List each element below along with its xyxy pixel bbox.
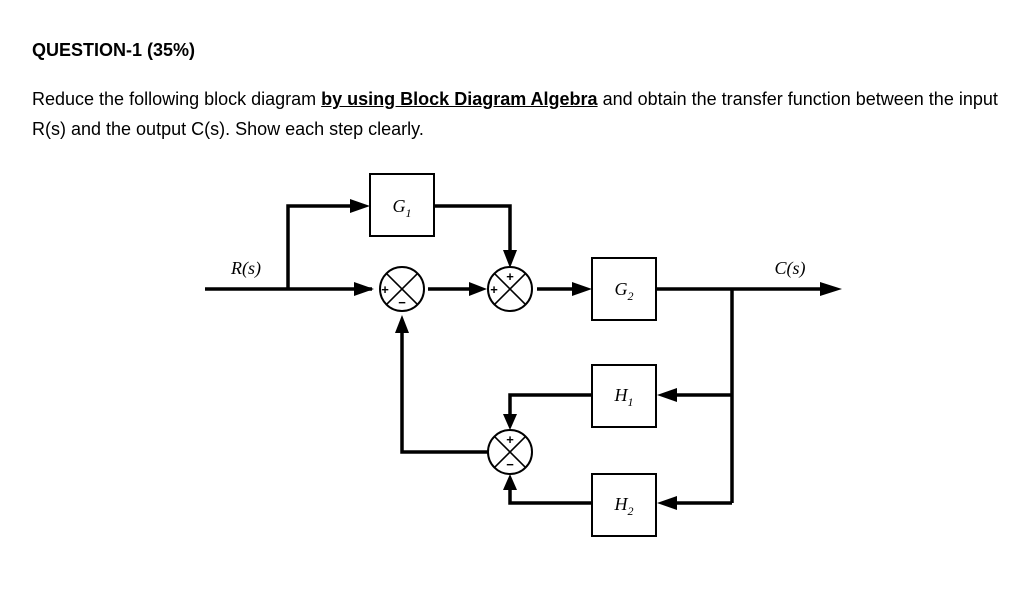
block-g2: G2 (591, 257, 657, 321)
sum2-left-sign: + (490, 282, 498, 297)
block-h2: H2 (591, 473, 657, 537)
question-text: Reduce the following block diagram by us… (32, 84, 1022, 144)
question-emphasis: by using Block Diagram Algebra (321, 89, 598, 109)
svg-text:H1: H1 (614, 385, 634, 409)
output-label: C(s) (775, 258, 806, 279)
arrow-into-sum2-top (503, 250, 517, 268)
block-g1: G1 (369, 173, 435, 237)
wire-h1-out (508, 393, 592, 418)
summing-junction-3: + − (487, 429, 533, 475)
question-title: QUESTION-1 (35%) (32, 40, 196, 60)
summing-junction-1: + − (379, 266, 425, 312)
wire-h2-out (508, 490, 592, 505)
sum1-left-sign: + (381, 282, 389, 297)
input-label: R(s) (230, 258, 261, 279)
arrow-into-h1 (657, 388, 677, 402)
arrow-into-h2 (657, 496, 677, 510)
wire-g1-in (286, 204, 352, 289)
arrow-into-g2 (572, 282, 592, 296)
arrow-into-g1 (350, 199, 370, 213)
block-h1: H1 (591, 364, 657, 428)
summing-junction-2: + + (487, 266, 533, 312)
wire-g1-out (434, 204, 512, 252)
arrow-into-sum1-bottom (395, 315, 409, 333)
question-text-after: and obtain the transfer function between… (32, 89, 998, 139)
svg-text:G1: G1 (393, 196, 412, 220)
wire-feedback (400, 333, 488, 454)
sum2-top-sign: + (506, 269, 514, 284)
svg-text:G2: G2 (615, 279, 634, 303)
arrow-into-sum2-left (469, 282, 487, 296)
arrow-into-sum3-top (503, 414, 517, 430)
svg-text:H2: H2 (614, 494, 634, 518)
sum3-bottom-sign: − (506, 457, 514, 472)
arrow-into-sum3-bottom (503, 474, 517, 490)
sum1-bottom-sign: − (398, 295, 406, 310)
sum3-top-sign: + (506, 432, 514, 447)
arrow-output (820, 282, 842, 296)
arrow-into-sum1 (354, 282, 374, 296)
question-text-before: Reduce the following block diagram (32, 89, 322, 109)
